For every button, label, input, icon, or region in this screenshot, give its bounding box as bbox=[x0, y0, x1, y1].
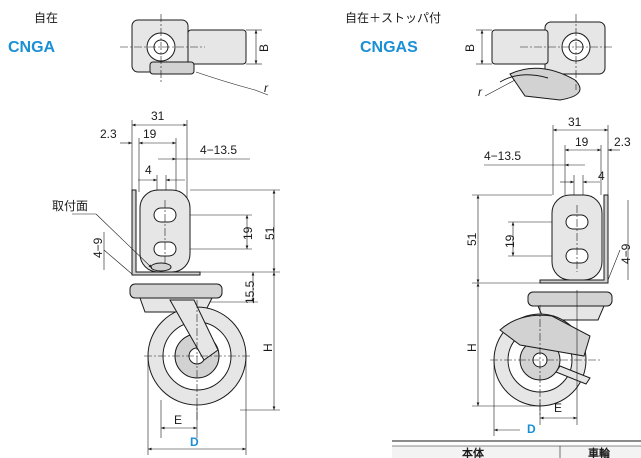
cngas-dim-holes: 4−13.5 bbox=[484, 149, 521, 163]
cngas-dim-4-9: 4−9 bbox=[619, 243, 633, 264]
cngas-dim-51: 51 bbox=[465, 232, 479, 246]
cnga-dim-4: 4 bbox=[145, 163, 152, 177]
cngas-wheel-assembly: H bbox=[465, 283, 613, 415]
cnga-dim-15-5: 15.5 bbox=[243, 280, 257, 304]
cnga-dim-2-3: 2.3 bbox=[100, 127, 117, 141]
cnga-model-name: CNGA bbox=[8, 39, 56, 56]
cnga-dim-b: B bbox=[257, 44, 271, 52]
cngas-type-label: 自在＋ストッパ付 bbox=[345, 11, 441, 25]
cnga-top-view: B r bbox=[120, 14, 271, 96]
cnga-vertical-dimensions: 19 51 15.5 H bbox=[190, 189, 280, 411]
cnga-wheel-assembly bbox=[129, 283, 250, 420]
cnga-dim-51: 51 bbox=[263, 226, 277, 240]
cngas-dim-slot-19: 19 bbox=[503, 234, 517, 248]
cnga-dim-31: 31 bbox=[151, 109, 165, 123]
cnga-type-label: 自在 bbox=[34, 11, 58, 25]
spec-table-header: 本体 車輪 bbox=[392, 440, 641, 458]
cngas-dim-d: D bbox=[527, 422, 536, 436]
cngas-dim-31: 31 bbox=[568, 115, 582, 129]
cnga-dim-19: 19 bbox=[143, 127, 157, 141]
table-header-body: 本体 bbox=[462, 446, 485, 458]
cnga-dim-holes: 4−13.5 bbox=[200, 143, 237, 157]
cngas-dim-19: 19 bbox=[575, 135, 589, 149]
cnga-bottom-dimensions: E D bbox=[147, 356, 247, 455]
cnga-dim-d: D bbox=[190, 435, 199, 449]
cngas-bottom-dimensions: E D bbox=[493, 290, 578, 436]
cnga-bracket: 取付面 4−9 bbox=[52, 189, 201, 276]
cngas-drawing: 自在＋ストッパ付 CNGAS B r 31 bbox=[345, 11, 641, 458]
cnga-drawing: 自在 CNGA B r 31 19 bbox=[8, 11, 280, 455]
cnga-dim-r: r bbox=[264, 81, 269, 95]
cnga-top-dimensions: 31 19 2.3 4−13.5 4 bbox=[100, 109, 250, 200]
cngas-model-name: CNGAS bbox=[360, 39, 418, 56]
cngas-top-view: B r bbox=[463, 14, 612, 101]
cngas-dim-h: H bbox=[465, 343, 479, 352]
cngas-dim-b: B bbox=[463, 44, 477, 52]
table-header-wheel: 車輪 bbox=[588, 446, 611, 458]
cnga-dim-e: E bbox=[174, 413, 182, 427]
cnga-dim-4-9: 4−9 bbox=[91, 237, 105, 258]
cnga-dim-h: H bbox=[261, 343, 275, 352]
cngas-bracket: 19 51 4−9 bbox=[465, 194, 633, 284]
cngas-dim-2-3: 2.3 bbox=[614, 135, 631, 149]
cngas-dim-e: E bbox=[554, 401, 562, 415]
cngas-top-dimensions: 31 19 2.3 4−13.5 4 bbox=[484, 115, 631, 200]
cnga-dim-slot-19: 19 bbox=[241, 226, 255, 240]
cngas-dim-r: r bbox=[478, 85, 483, 99]
cnga-mount-surface-label: 取付面 bbox=[52, 199, 88, 213]
cngas-dim-4: 4 bbox=[598, 169, 605, 183]
